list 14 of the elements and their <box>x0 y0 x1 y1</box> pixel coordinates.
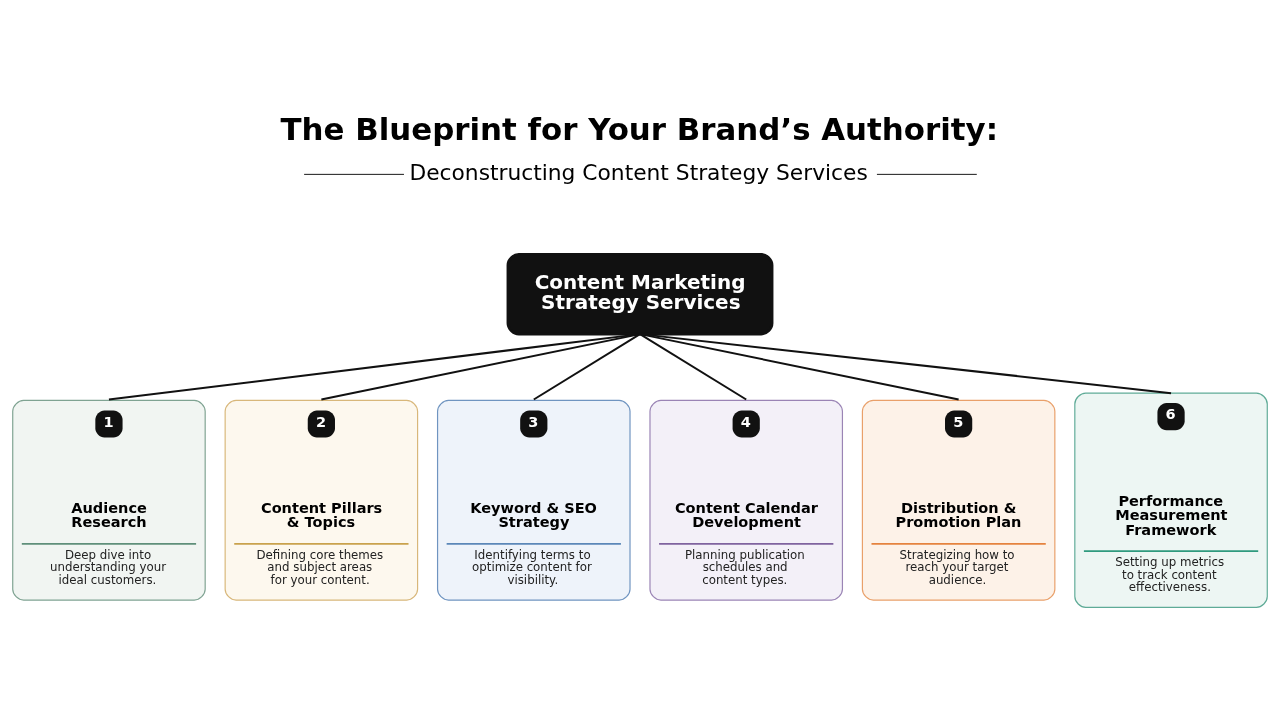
node-box: 2 Content Pillars & Topics Defining core themes and subject areas for your content. <box>224 399 419 601</box>
node-box: 6 Performance Measurement Framework Setting up metrics to track content effectiveness. <box>1074 392 1268 608</box>
connector <box>639 333 960 401</box>
connector <box>320 333 641 401</box>
connector <box>107 333 641 401</box>
node-box: 1 Audience Research Deep dive into understanding your ideal customers. <box>12 399 206 601</box>
connector <box>532 333 641 401</box>
diagram-title: The Blueprint for Your Brand’s Authority: <box>280 111 999 148</box>
node-box: 4 Content Calendar Development Planning publication schedules and content types. <box>649 399 843 601</box>
node-box: 3 Keyword & SEO Strategy Identifying terms to optimize content for visibility. <box>437 399 631 601</box>
node-box: 5 Distribution & Promotion Plan Strategizing how to reach your target audience. <box>861 399 1056 601</box>
node-box: Content Marketing Strategy Services <box>506 252 774 336</box>
connector <box>639 333 748 401</box>
label: Deconstructing Content Strategy Services <box>409 159 868 185</box>
